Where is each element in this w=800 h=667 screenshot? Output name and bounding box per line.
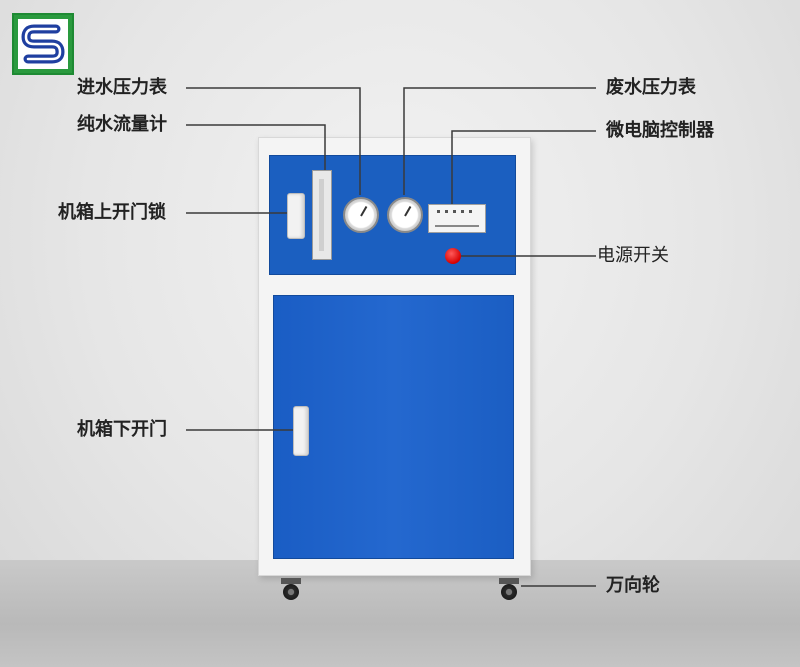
power-switch-button [445, 248, 461, 264]
label-microcomputer-controller: 微电脑控制器 [606, 120, 714, 141]
lower-door-panel [273, 295, 514, 559]
brand-logo [12, 13, 74, 75]
floor-shadow [0, 560, 800, 667]
label-lower-door: 机箱下开门 [77, 419, 167, 440]
waste-pressure-gauge-icon [387, 197, 423, 233]
label-pure-water-flowmeter: 纯水流量计 [77, 114, 167, 135]
microcomputer-controller [428, 204, 486, 233]
label-upper-door-lock: 机箱上开门锁 [58, 202, 166, 223]
lower-door-handle [293, 406, 309, 456]
upper-door-lock-handle [287, 193, 305, 239]
s-logo-icon [18, 19, 68, 69]
caster-wheel-icon [497, 578, 521, 600]
label-casters: 万向轮 [606, 575, 660, 596]
label-inlet-pressure-gauge: 进水压力表 [77, 77, 167, 98]
label-waste-pressure-gauge: 废水压力表 [606, 77, 696, 98]
caster-wheel-icon [279, 578, 303, 600]
label-power-switch: 电源开关 [597, 245, 669, 266]
inlet-pressure-gauge-icon [343, 197, 379, 233]
flowmeter-tube [312, 170, 332, 260]
